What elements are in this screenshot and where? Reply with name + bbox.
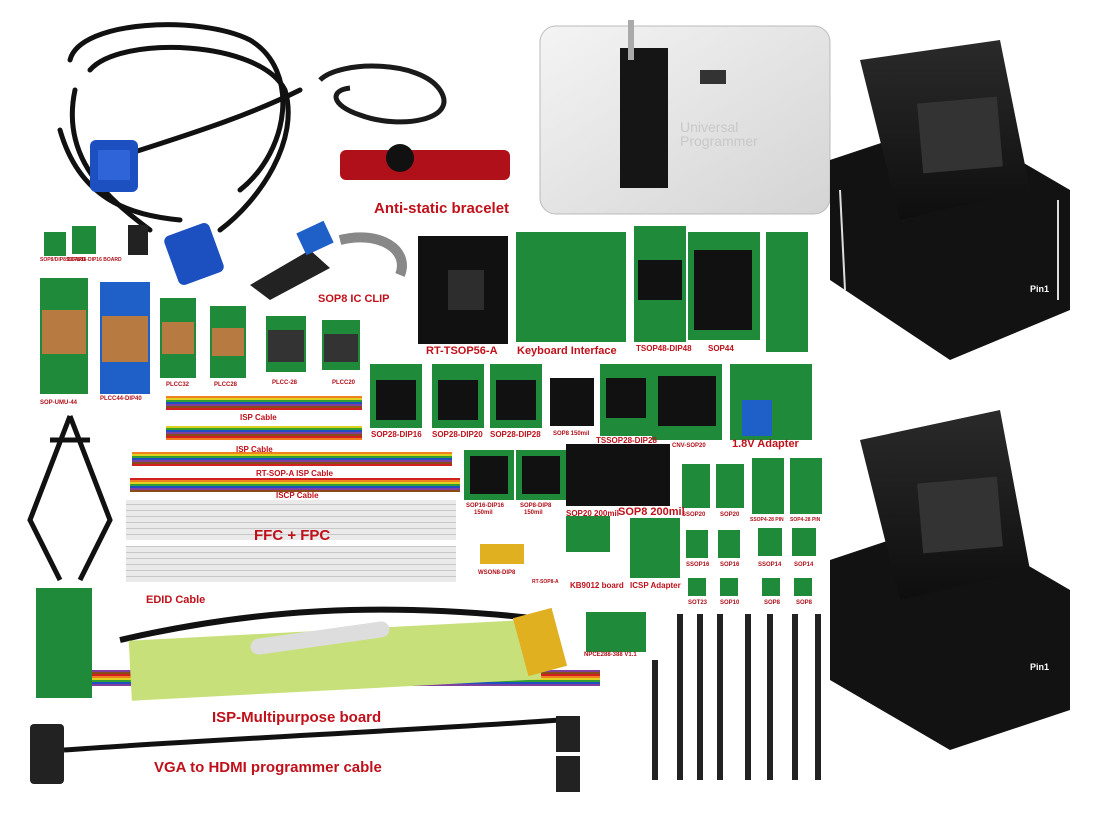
sop8-ic-clip	[250, 220, 407, 300]
label-keyboard-interface: Keyboard Interface	[517, 345, 617, 357]
label-sot23: SOT23	[688, 600, 708, 606]
pin1-label-top: Pin1	[1030, 284, 1049, 294]
label-sop28-pin: SOP4-28 PIN	[790, 517, 821, 523]
edid-cable	[119, 606, 551, 643]
pin-headers	[652, 614, 821, 780]
label-plcc32: PLCC32	[166, 382, 190, 388]
plcc-adapters	[40, 278, 360, 394]
programmer-brand-text: Universal Programmer	[680, 119, 758, 149]
label-isp-cable-2: ISP Cable	[236, 445, 273, 454]
vga-connector-1	[90, 140, 138, 192]
label-sop28-dip28: SOP28-DIP28	[490, 430, 541, 439]
label-sop20-200: SOP20 200mil	[566, 509, 619, 518]
label-antistatic-bracelet: Anti-static bracelet	[374, 200, 510, 217]
adapter-row-lower	[464, 444, 680, 652]
adapter-row-upper	[418, 226, 808, 352]
label-tssop28: TSSOP28-DIP28	[596, 436, 657, 445]
label-1-8v-adapter: 1.8V Adapter	[732, 438, 799, 450]
label-edid-cable: EDID Cable	[146, 594, 206, 606]
usb-plug	[128, 225, 148, 255]
label-sop20: SOP20	[720, 512, 740, 518]
label-sop16-board: SOP8/16-DIP16 BOARD	[66, 257, 122, 263]
label-plcc44: PLCC44-DIP40	[100, 396, 142, 402]
label-sop-umu44: SOP-UMU-44	[40, 400, 78, 406]
vga-hdmi-cable	[30, 716, 580, 792]
isp-multipurpose-board	[36, 588, 92, 698]
label-sop16: SOP16	[720, 562, 740, 568]
label-sop14: SOP14	[794, 562, 814, 568]
label-tsop48: TSOP48-DIP48	[636, 344, 692, 353]
label-sop8-dip8: SOP8-DIP8	[520, 503, 552, 509]
pin1-label-bottom: Pin1	[1030, 662, 1049, 672]
label-cnv-sop20: CNV-SOP20	[672, 443, 706, 449]
adapter-row-middle	[370, 364, 812, 440]
label-npce: NPCE288-388 V1.1	[584, 652, 637, 658]
label-rt-sop8-a: RT-SOP8-A	[532, 579, 559, 585]
label-sop8-a: SOP8	[764, 600, 781, 606]
socket-adapter-top	[830, 40, 1070, 360]
vacuum-pen	[128, 619, 542, 701]
label-isp-multipurpose: ISP-Multipurpose board	[212, 709, 382, 726]
label-iscp-cable: ISCP Cable	[276, 491, 319, 500]
label-vga-hdmi: VGA to HDMI programmer cable	[154, 759, 382, 776]
antistatic-bracelet	[318, 63, 510, 180]
label-150mil-b: 150mil	[524, 510, 543, 516]
chip-extractor-tweezers	[27, 415, 113, 582]
label-rt-tsop56: RT-TSOP56-A	[426, 345, 498, 357]
label-sop44: SOP44	[708, 344, 734, 353]
universal-programmer	[539, 20, 831, 215]
label-kb9012: KB9012 board	[570, 581, 624, 590]
label-ffc-fpc: FFC + FPC	[254, 527, 331, 544]
label-150mil-a: 150mil	[474, 510, 493, 516]
label-sop8-board: SOP8/DIP8 BOARD	[40, 257, 86, 263]
sop16-dip16-board	[72, 226, 96, 254]
label-sop16-dip16: SOP16-DIP16	[466, 503, 505, 509]
label-ssop28-pin: SSOP4-28 PIN	[750, 517, 784, 523]
label-ssop20: SSOP20	[682, 512, 706, 518]
label-sop28-dip20: SOP28-DIP20	[432, 430, 483, 439]
label-icsp: ICSP Adapter	[630, 581, 681, 590]
ssop-boards	[682, 458, 822, 596]
ffc-fpc-cables	[126, 500, 456, 582]
label-rt-sop-isp: RT-SOP-A ISP Cable	[256, 469, 333, 478]
socket-adapter-bottom	[830, 410, 1070, 750]
label-ssop14: SSOP14	[758, 562, 782, 568]
label-sop28-dip16: SOP28-DIP16	[371, 430, 422, 439]
label-sop8-200: SOP8 200mil	[618, 506, 685, 518]
vga-connector-2	[164, 223, 224, 285]
label-sop8-ic-clip: SOP8 IC CLIP	[318, 293, 390, 305]
label-wson8: WSON8-DIP8	[478, 570, 516, 576]
label-sop8-b: SOP8	[796, 600, 813, 606]
label-sop8-150: SOP8 150mil	[553, 431, 590, 437]
label-sop10: SOP10	[720, 600, 740, 606]
label-ssop16: SSOP16	[686, 562, 710, 568]
sop8-dip8-board	[44, 232, 66, 256]
label-plcc-28: PLCC-28	[272, 380, 298, 386]
label-isp-cable-1: ISP Cable	[240, 413, 277, 422]
vga-usb-cable	[57, 22, 303, 233]
label-plcc20: PLCC20	[332, 380, 356, 386]
label-plcc28: PLCC28	[214, 382, 238, 388]
